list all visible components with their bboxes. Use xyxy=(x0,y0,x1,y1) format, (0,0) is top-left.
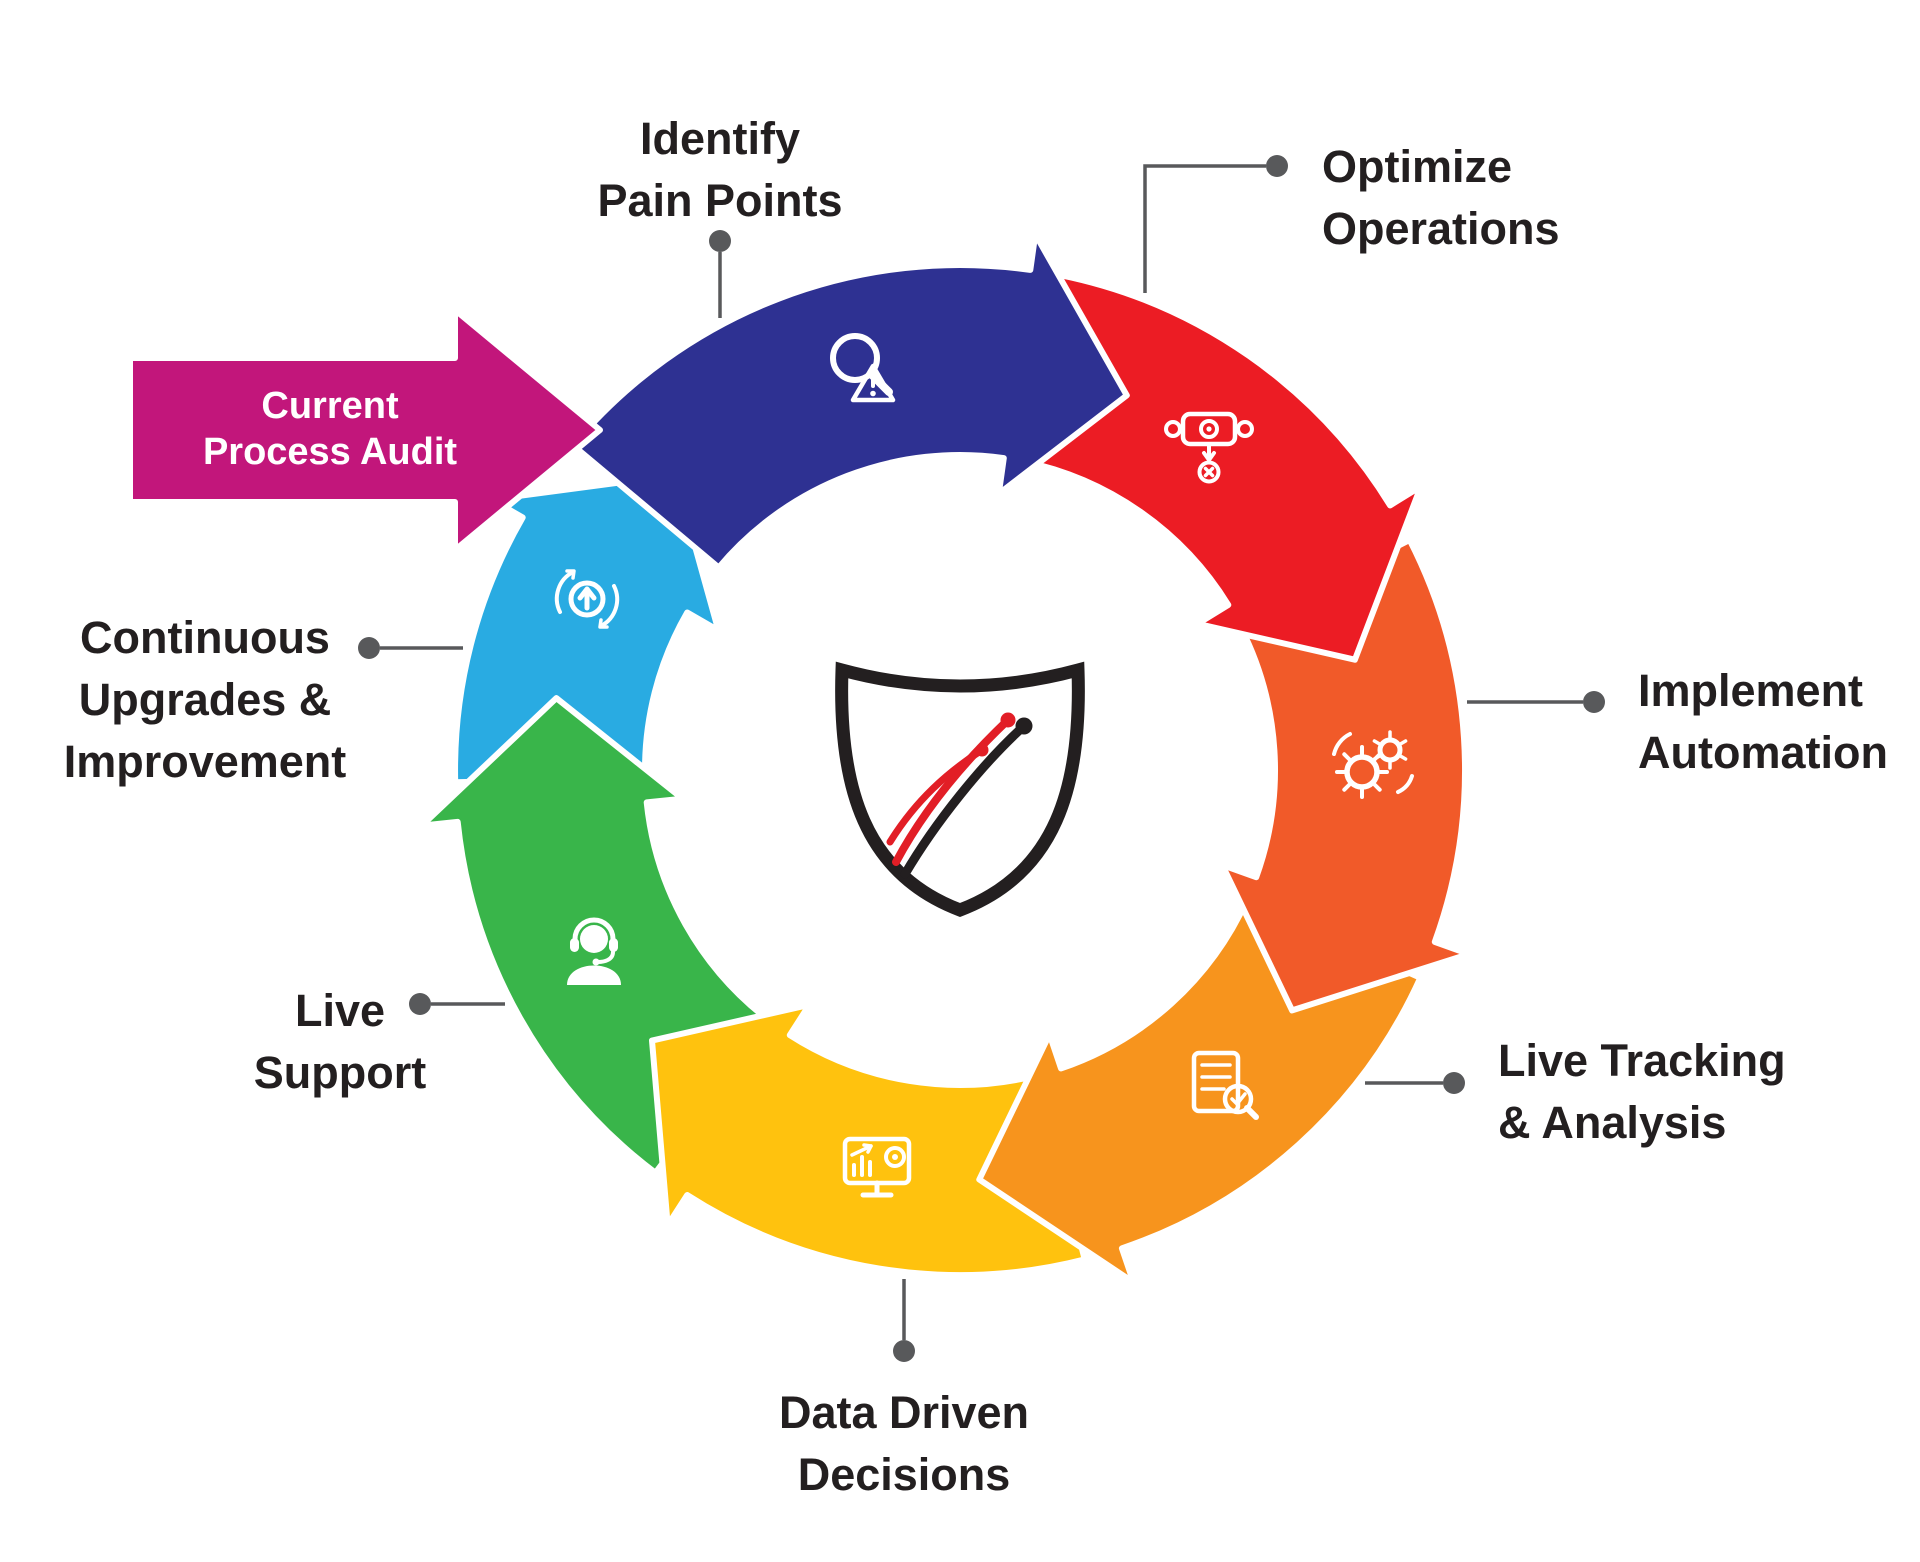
label-line: Decisions xyxy=(797,1449,1011,1501)
label-line: Live xyxy=(294,985,386,1036)
label-line: Continuous xyxy=(80,612,330,663)
label-optimize-operations: Optimize Operations xyxy=(1322,136,1842,260)
process-check-icon xyxy=(1164,411,1254,484)
label-line: Implement xyxy=(1638,665,1864,716)
label-line: Identify xyxy=(639,113,800,164)
shield-black-swoosh xyxy=(900,721,1029,879)
gears-icon xyxy=(1332,730,1414,799)
label-line: Optimize xyxy=(1322,141,1513,192)
connector-dot-continuous xyxy=(358,637,380,659)
connector-dot-optimize xyxy=(1266,155,1288,177)
label-line: Current xyxy=(261,385,399,427)
label-line: Live Tracking xyxy=(1498,1035,1786,1086)
label-line: Data Driven xyxy=(778,1387,1030,1438)
headset-support-icon xyxy=(567,917,621,985)
connectors xyxy=(358,155,1605,1362)
label-identify-pain-points: Identify Pain Points xyxy=(460,108,980,232)
label-line: Improvement xyxy=(63,736,347,788)
entry-arrow-label: Current Process Audit xyxy=(140,384,520,475)
shield-red-swoosh-2 xyxy=(886,746,986,846)
label-line: & Analysis xyxy=(1498,1097,1727,1149)
label-continuous-upgrades: Continuous Upgrades & Improvement xyxy=(0,607,410,793)
label-line: Automation xyxy=(1638,727,1888,779)
connector-dot-support xyxy=(409,993,431,1015)
arrow-optimize xyxy=(1019,272,1424,663)
shield-logo xyxy=(835,661,1085,917)
label-line: Pain Points xyxy=(597,175,843,227)
label-live-tracking-analysis: Live Tracking & Analysis xyxy=(1498,1030,1918,1154)
connector-optimize xyxy=(1143,164,1266,293)
gear-upgrade-icon xyxy=(554,569,620,629)
label-live-support: Live Support xyxy=(140,980,540,1104)
magnifier-warning-icon xyxy=(830,333,896,403)
label-line: Operations xyxy=(1322,203,1560,255)
checklist-search-icon xyxy=(1191,1050,1259,1120)
shield-red-dot-2 xyxy=(975,743,989,757)
shield-red-dot xyxy=(1000,712,1016,728)
shield-black-dot xyxy=(1015,717,1033,735)
monitor-chart-icon xyxy=(842,1136,912,1198)
arrow-identify xyxy=(570,231,1130,571)
connector-dot-identify xyxy=(709,230,731,252)
connector-dot-tracking xyxy=(1443,1072,1465,1094)
connector-dot-implement xyxy=(1583,691,1605,713)
connector-dot-data xyxy=(893,1340,915,1362)
label-line: Upgrades & xyxy=(78,674,332,726)
shield-red-swoosh xyxy=(892,716,1012,866)
entry-arrow xyxy=(127,307,603,553)
label-line: Support xyxy=(253,1047,427,1099)
label-implement-automation: Implement Automation xyxy=(1638,660,1918,784)
label-data-driven-decisions: Data Driven Decisions xyxy=(654,1382,1154,1506)
label-line: Process Audit xyxy=(202,430,458,473)
